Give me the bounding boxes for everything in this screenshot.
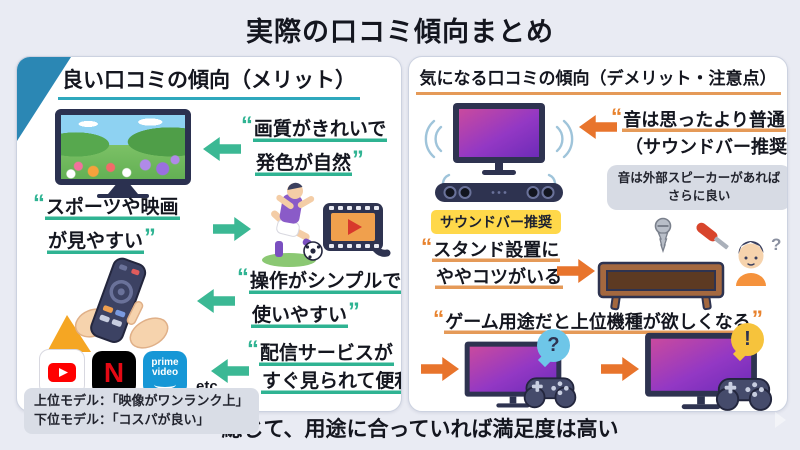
demerit-quote-1: “音は思ったより普通 （サウンドバー推奨） [611,103,788,160]
arrow-right-icon [601,357,639,381]
netflix-icon: N [92,351,136,395]
exclamation-glyph: ! [744,328,751,350]
merit-4-line1: 配信サービスが [258,343,394,366]
merits-panel-header: 良い口コミの傾向（メリット） [17,64,401,100]
merit-1-line1: 画質がきれいで [252,119,388,142]
arrow-left-icon [203,137,241,161]
tv-base [97,194,149,198]
conclusion-text: 総じて、用途に合っていれば満足度は高い [221,418,619,441]
remote-hands-icon [47,257,169,352]
quote-open: “ [611,104,623,129]
play-triangle-icon [59,368,68,377]
sound-note-line2: さらに良い [667,188,731,203]
arrow-right-icon [421,357,459,381]
prime-video-icon: prime video [143,351,187,395]
merit-quote-3: “操作がシンプルで 使いやすい” [237,263,402,330]
game-controller-icon [715,377,773,411]
tv-stand [108,185,138,194]
tv-stand-furniture-icon [597,261,725,311]
arrow-left-icon [197,289,235,313]
person-question-mark: ? [771,235,782,254]
merits-header-text: 良い口コミの傾向（メリット） [58,64,360,100]
prime-smile-icon [154,380,176,389]
quote-close: ” [352,145,364,173]
person-icon [736,240,766,286]
demerit-2-line2: ややコツがいる [435,266,563,289]
merits-panel: 良い口コミの傾向（メリット） “画質がきれいで 発色が自然” “スポーツや映画 … [16,56,402,412]
demerit-1-line2: （サウンドバー推奨） [625,136,788,157]
quote-close: ” [144,223,156,251]
demerit-quote-3: “ゲーム用途だと上位機種が欲しくなる” [409,305,787,337]
merit-4-line2: すぐ見られて便利 [261,370,401,394]
demerit-2-line1: スタンド設置に [432,240,561,262]
youtube-play-badge [48,363,76,382]
netflix-n-glyph: N [103,357,125,388]
page-title: 実際の口コミ傾向まとめ [246,17,554,47]
tv-flower-screen [55,109,191,185]
merit-3-line2: 使いやすい [251,304,349,328]
merit-3-line1: 操作がシンプルで [248,271,402,294]
quote-open: “ [237,264,249,291]
merit-quote-1: “画質がきれいで 発色が自然” [241,111,388,178]
tv-flower-icon [55,109,191,198]
merit-quote-4: “配信サービスが すぐ見られて便利 [247,335,401,396]
demerits-panel-header: 気になる口コミの傾向（デメリット・注意点） [409,64,787,95]
exclamation-bubble: ! [731,323,764,362]
prime-video-label-2: video [151,367,179,378]
model-note: 上位モデル：「映像がワンランク上」 下位モデル：「コスパが良い」 [24,388,259,434]
demerit-3-line1: ゲーム用途だと上位機種が欲しくなる [444,312,752,334]
game-controller-icon [523,377,577,409]
soccer-player-icon [262,182,323,267]
quote-open: “ [241,112,253,139]
sound-note-line1: 音は外部スピーカーがあれば [617,171,781,185]
model-note-line2: 下位モデル：「コスパが良い」 [34,411,210,427]
tv-soundbar-icon [424,103,574,202]
quote-open: “ [433,306,445,331]
quote-close: ” [751,306,763,331]
soundbar-label: サウンドバー推奨 [431,210,561,234]
quote-close: ” [348,297,360,325]
question-glyph: ? [547,334,560,356]
sound-note: 音は外部スピーカーがあれば さらに良い [607,165,787,210]
quote-open: “ [33,190,45,217]
model-note-line1: 上位モデル：「映像がワンランク上」 [34,393,249,408]
prime-video-label-1: prime [151,356,179,368]
quote-open: “ [247,336,259,363]
demerit-1-line1: 音は思ったより普通 [622,110,786,132]
demerits-panel: 気になる口コミの傾向（デメリット・注意点） [408,56,788,412]
watermark-play-icon [775,412,786,428]
merit-quote-2: “スポーツや映画 が見やすい” [33,189,180,256]
quote-open: “ [421,234,433,259]
question-bubble: ? [537,329,570,368]
arrow-right-icon [213,217,251,241]
merit-1-line2: 発色が自然 [255,152,353,176]
demerits-header-text: 気になる口コミの傾向（デメリット・注意点） [415,64,781,95]
demerit-quote-2: “スタンド設置に ややコツがいる [421,233,563,290]
tools-icon [654,217,729,253]
youtube-icon [39,349,85,395]
film-video-icon [323,203,391,257]
streaming-apps: N prime video etc. [39,349,222,395]
merit-2-line1: スポーツや映画 [44,197,180,220]
merit-2-line2: が見やすい [47,230,145,254]
